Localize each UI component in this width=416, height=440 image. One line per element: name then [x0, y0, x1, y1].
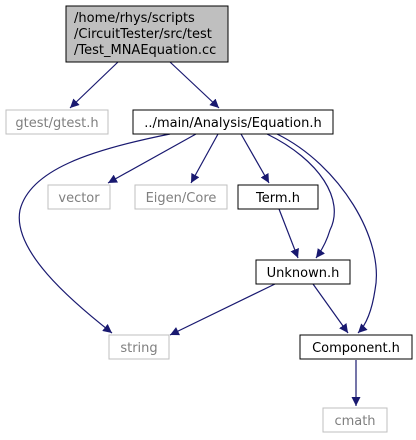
edge-equation-to-unknown [266, 133, 335, 259]
component-label: Component.h [312, 341, 400, 356]
edge-equation-to-string [18, 133, 171, 334]
node-cmath: cmath [322, 407, 388, 433]
unknown-label: Unknown.h [267, 266, 340, 281]
root-line-2: /CircuitTester/src/test [74, 27, 212, 42]
node-root-file[interactable]: /home/rhys/scripts /CircuitTester/src/te… [65, 5, 229, 63]
cmath-label: cmath [334, 414, 375, 429]
edge-term-to-unknown [278, 208, 299, 259]
edge-equation-to-term [240, 133, 270, 184]
root-line-3: /Test_MNAEquation.cc [74, 43, 216, 58]
node-vector: vector [47, 184, 111, 210]
node-component[interactable]: Component.h [299, 334, 413, 360]
term-label: Term.h [255, 191, 300, 206]
string-label: string [120, 341, 157, 356]
edge-root-to-gtest [69, 61, 119, 109]
gtest-label: gtest/gtest.h [15, 116, 98, 131]
node-unknown[interactable]: Unknown.h [255, 259, 351, 285]
edge-unknown-to-component [312, 283, 349, 334]
node-equation[interactable]: ../main/Analysis/Equation.h [132, 109, 334, 135]
edge-equation-to-component [276, 133, 377, 334]
node-eigen-core: Eigen/Core [134, 184, 228, 210]
edge-equation-to-vector [107, 133, 197, 184]
edge-equation-to-eigen [190, 133, 219, 184]
dependency-edges [18, 61, 377, 406]
vector-label: vector [58, 191, 100, 206]
dependency-nodes: /home/rhys/scripts /CircuitTester/src/te… [5, 5, 413, 433]
edge-root-to-equation [169, 61, 220, 109]
root-line-1: /home/rhys/scripts [74, 11, 195, 26]
node-gtest: gtest/gtest.h [5, 109, 109, 135]
node-term[interactable]: Term.h [237, 184, 319, 210]
equation-label: ../main/Analysis/Equation.h [144, 116, 321, 131]
eigen-label: Eigen/Core [146, 191, 217, 206]
edge-unknown-to-string [169, 283, 276, 336]
node-string: string [108, 334, 170, 360]
